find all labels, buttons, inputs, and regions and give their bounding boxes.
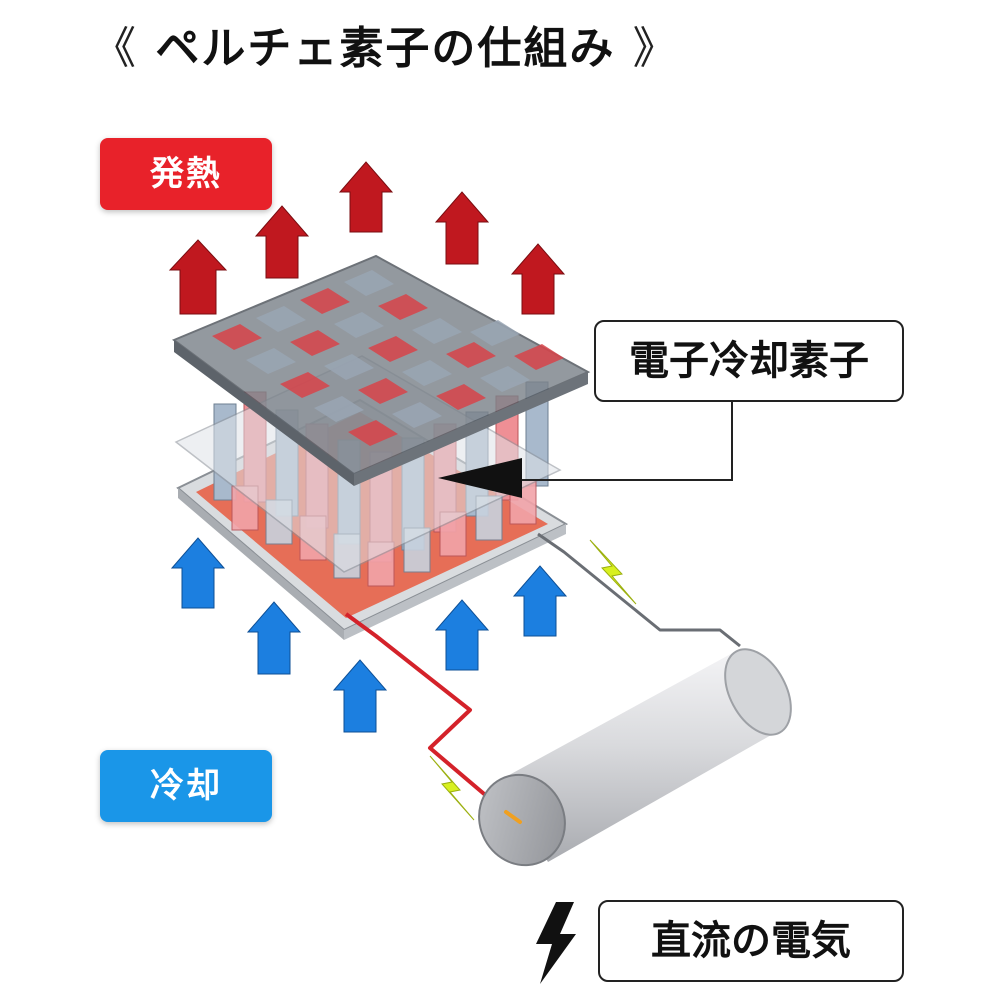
heat-arrow	[338, 161, 394, 233]
battery-icon	[478, 648, 792, 867]
heat-arrow	[510, 243, 566, 315]
heat-arrows	[168, 161, 566, 315]
heat-arrow	[168, 239, 228, 315]
title-close-bracket: 》	[632, 23, 679, 74]
heat-label: 発熱	[150, 154, 222, 194]
top-plate-checker	[212, 270, 564, 446]
heat-arrow	[254, 205, 310, 279]
dc-power-label: 直流の電気	[651, 918, 851, 964]
cool-arrow	[512, 565, 568, 637]
lightning-icon	[536, 902, 576, 984]
cool-badge: 冷却	[100, 750, 272, 822]
spark-icon	[589, 539, 637, 605]
device-callout-leader	[520, 398, 733, 481]
title-text: ペルチェ素子の仕組み	[155, 23, 616, 74]
red-wire	[344, 612, 512, 818]
cool-arrows	[170, 537, 568, 733]
cool-label: 冷却	[150, 766, 222, 806]
dc-power-callout: 直流の電気	[598, 900, 904, 982]
gray-wire	[537, 532, 741, 648]
cool-arrow	[170, 537, 226, 609]
callout-pointer-icon	[438, 458, 522, 498]
cool-arrow	[434, 599, 490, 671]
title-open-bracket: 《	[92, 23, 138, 74]
device-callout: 電子冷却素子	[594, 320, 904, 402]
spark-icon	[429, 755, 475, 821]
heat-arrow	[434, 191, 490, 265]
page-title: 《 ペルチェ素子の仕組み 》	[92, 14, 679, 84]
spark-icons	[429, 539, 637, 821]
device-label: 電子冷却素子	[629, 338, 869, 384]
heat-badge: 発熱	[100, 138, 272, 210]
cool-arrow	[246, 601, 302, 675]
cool-arrow	[332, 659, 388, 733]
